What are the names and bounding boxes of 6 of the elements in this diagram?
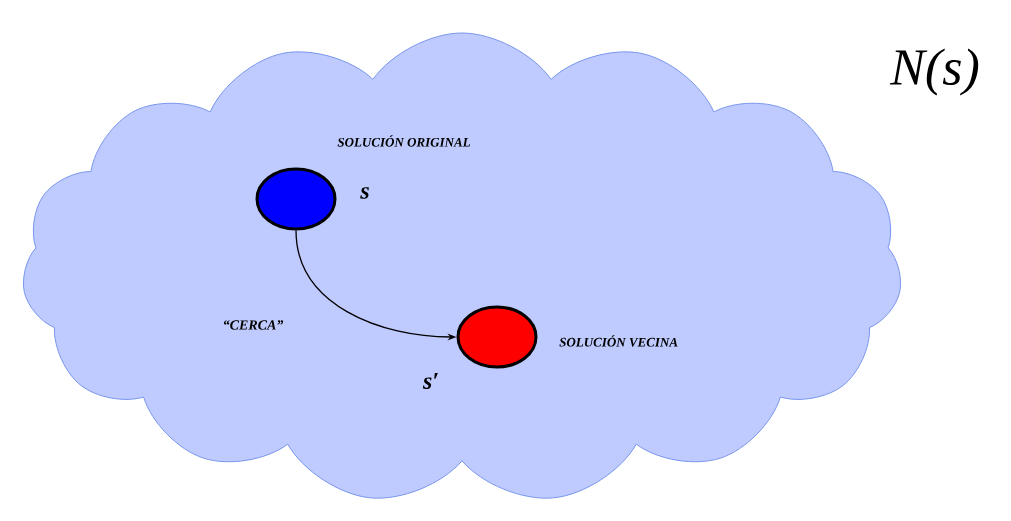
variable-label: s′ [422, 373, 438, 389]
variable-label: s [360, 187, 369, 199]
node-title: SOLUCIÓN VECINA [559, 335, 678, 347]
set-label: N(s) [889, 48, 979, 96]
node-title: SOLUCIÓN ORIGINAL [337, 135, 471, 147]
edge-label: “CERCA” [224, 320, 284, 330]
